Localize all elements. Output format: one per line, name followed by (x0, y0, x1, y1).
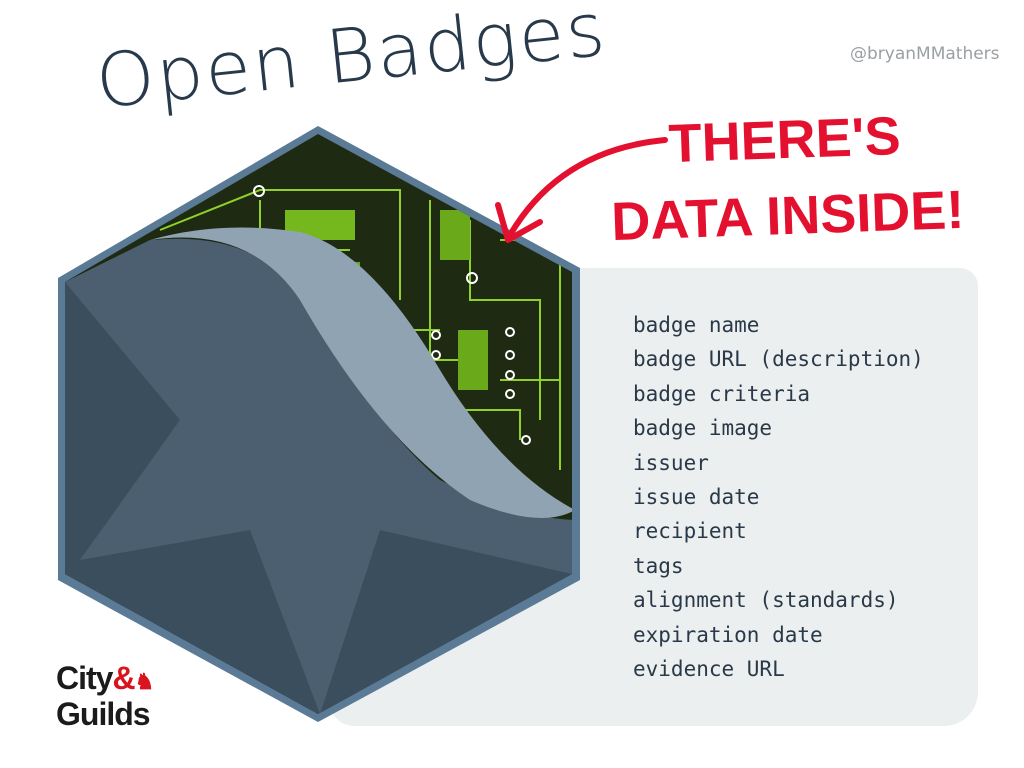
field-item: recipient (633, 519, 747, 544)
field-item: alignment (standards) (633, 588, 899, 613)
logo-line-1: City (56, 660, 113, 696)
circuit-pads (253, 185, 531, 445)
lion-icon: ♞ (134, 669, 155, 694)
field-item: tags (633, 553, 684, 578)
field-item: badge image (633, 416, 773, 441)
callout-line-1: THERE'S (667, 106, 902, 175)
field-item: badge name (633, 313, 760, 337)
chip (458, 330, 488, 390)
arrow-icon (507, 137, 668, 238)
author-credit: @bryanMMathers (850, 44, 1000, 64)
field-item: badge URL (description) (633, 347, 924, 372)
field-item: badge criteria (633, 381, 811, 406)
callout-text: THERE'S DATA INSIDE! (607, 96, 965, 260)
badge-data-fields: badge name badge URL (description) badge… (633, 311, 924, 689)
peel-curl (150, 227, 572, 518)
city-and-guilds-logo: City&♞ Guilds (56, 660, 155, 732)
field-item: evidence URL (633, 656, 785, 681)
field-item: issue date (633, 484, 760, 509)
callout-line-2: DATA INSIDE! (610, 179, 966, 253)
logo-ampersand: & (112, 660, 135, 696)
chip (440, 210, 470, 260)
logo-line-2: Guilds (56, 696, 151, 732)
field-item: issuer (633, 450, 709, 475)
field-item: expiration date (633, 622, 823, 647)
